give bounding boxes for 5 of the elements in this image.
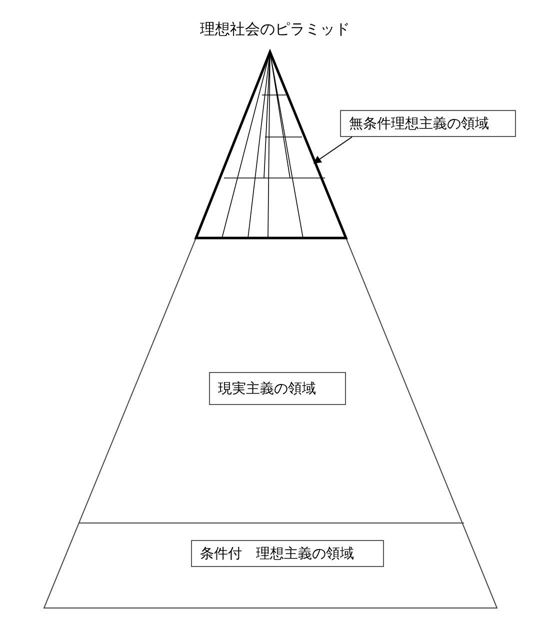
title: 理想社会のピラミッド [200,20,350,39]
leader-arrow [313,136,352,164]
label-box: 現実主義の領域 [209,372,346,405]
label-box: 無条件理想主義の領域 [340,110,516,137]
label-box: 条件付 理想主義の領域 [191,540,384,567]
